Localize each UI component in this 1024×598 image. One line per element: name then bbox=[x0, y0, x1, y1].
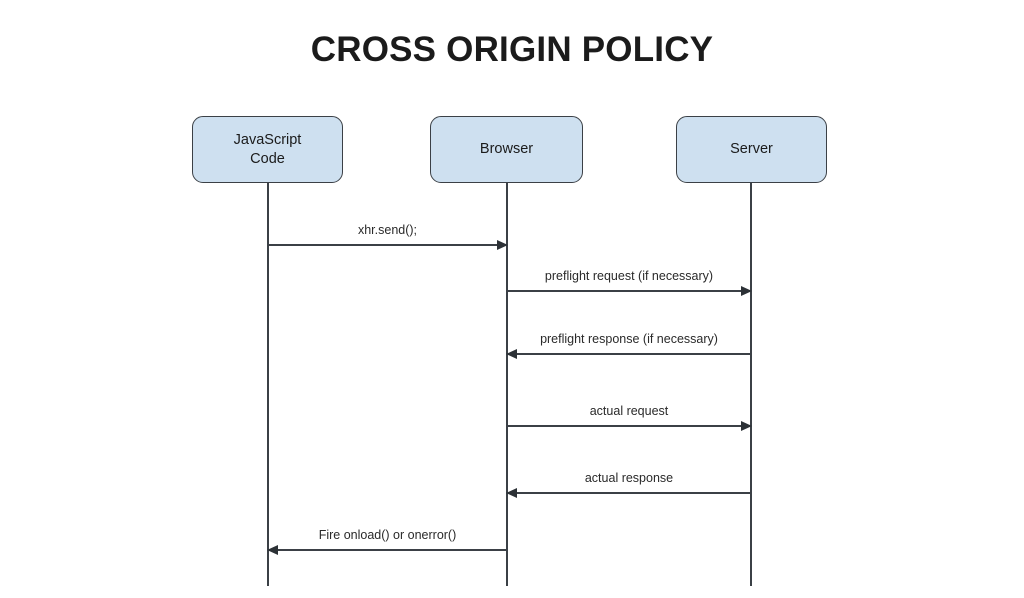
page-title: CROSS ORIGIN POLICY bbox=[310, 30, 714, 69]
message-line bbox=[507, 425, 751, 427]
participant-label-browser: Browser bbox=[479, 141, 534, 158]
arrowhead-right-icon bbox=[497, 239, 508, 250]
participant-label-server: Server bbox=[730, 141, 773, 158]
arrowhead-left-icon bbox=[267, 544, 278, 555]
message-label-fire-onload-onerror: Fire onload() or onerror() bbox=[318, 528, 457, 542]
message-line bbox=[507, 353, 751, 355]
lifeline-stem-browser bbox=[506, 183, 508, 586]
arrowhead-left-icon bbox=[506, 348, 517, 359]
participant-box-javascript-code[interactable]: JavaScript Code bbox=[192, 116, 343, 183]
message-line bbox=[268, 244, 507, 246]
arrowhead-right-icon bbox=[741, 420, 752, 431]
participant-box-browser[interactable]: Browser bbox=[430, 116, 583, 183]
message-line bbox=[268, 549, 507, 551]
message-label-xhr-send: xhr.send(); bbox=[357, 223, 418, 237]
lifeline-stem-javascript-code bbox=[267, 183, 269, 586]
participant-box-server[interactable]: Server bbox=[676, 116, 827, 183]
message-label-actual-request: actual request bbox=[589, 404, 669, 418]
participant-label-javascript-code: JavaScript Code bbox=[233, 131, 302, 167]
message-line bbox=[507, 492, 751, 494]
message-label-preflight-response: preflight response (if necessary) bbox=[540, 332, 718, 346]
arrowhead-left-icon bbox=[506, 487, 517, 498]
message-label-actual-response: actual response bbox=[584, 471, 674, 485]
lifeline-stem-server bbox=[750, 183, 752, 586]
message-line bbox=[507, 290, 751, 292]
arrowhead-right-icon bbox=[741, 285, 752, 296]
message-label-preflight-request: preflight request (if necessary) bbox=[544, 269, 714, 283]
